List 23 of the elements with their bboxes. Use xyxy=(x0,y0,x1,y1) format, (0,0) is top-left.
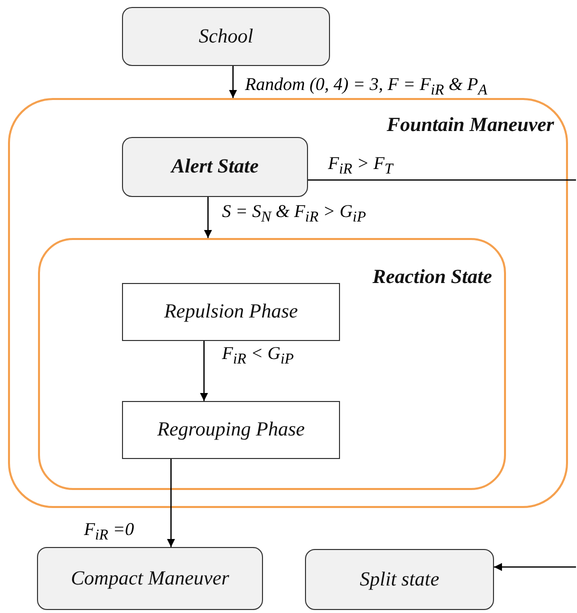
state-box xyxy=(305,549,494,610)
arrow xyxy=(494,563,576,571)
state-label: Compact Maneuver xyxy=(70,567,230,590)
edge-label: Random (0, 4) = 3, F = F$_{iR}$ & P$_{A}$ xyxy=(245,75,488,100)
maneuver-region xyxy=(38,238,506,490)
region-title: Fountain Maneuver xyxy=(386,114,554,137)
phase-box xyxy=(122,283,340,341)
arrow xyxy=(200,341,208,401)
arrow xyxy=(167,459,175,547)
state-label: School xyxy=(198,25,254,48)
state-box xyxy=(122,137,308,197)
state-label: Repulsion Phase xyxy=(163,300,299,324)
region-title: Reaction State xyxy=(372,266,492,289)
connector-line xyxy=(308,179,576,181)
arrow xyxy=(229,66,237,98)
maneuver-region xyxy=(8,98,568,508)
phase-box xyxy=(122,401,340,459)
state-label: Split state xyxy=(358,568,440,591)
state-label: Regrouping Phase xyxy=(156,418,306,442)
state-box xyxy=(122,7,330,66)
state-label: Alert State xyxy=(169,156,260,178)
arrow xyxy=(204,197,212,238)
state-box xyxy=(37,547,263,610)
